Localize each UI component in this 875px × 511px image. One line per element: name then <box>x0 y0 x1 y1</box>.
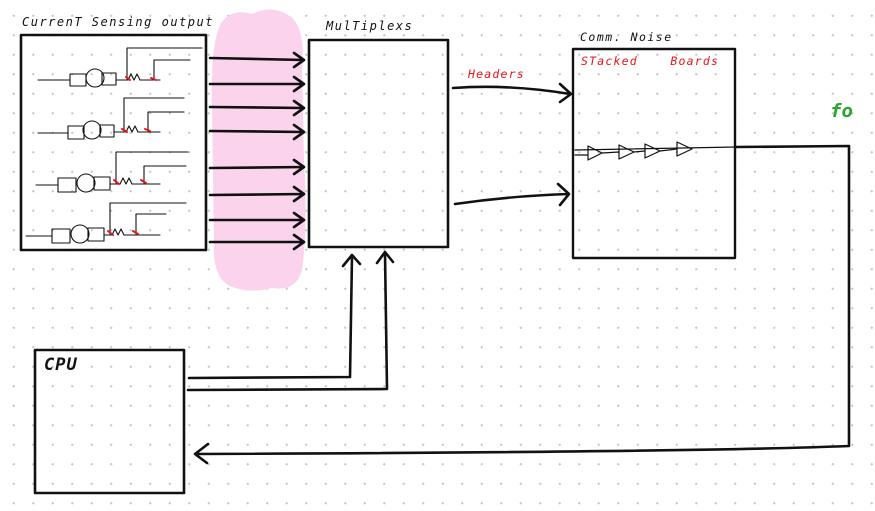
cpu-label: CPU <box>44 355 78 375</box>
sensor-row-2 <box>37 97 185 140</box>
sensor-row-4 <box>25 202 187 244</box>
pink-highlight <box>211 9 306 291</box>
signal-arrow-7 <box>208 211 306 229</box>
headers-label: Headers <box>467 67 525 81</box>
signal-arrow-6 <box>208 185 306 203</box>
signal-arrow-1 <box>208 51 306 69</box>
buffer-2 <box>618 144 635 160</box>
buffer-4 <box>676 141 693 157</box>
cpu-box <box>33 348 186 495</box>
sensor-row-3 <box>35 151 189 193</box>
signal-arrow-4 <box>208 123 306 141</box>
comm-noise-box <box>571 47 737 260</box>
fo-label: fo <box>830 100 853 122</box>
cpu-control-arrow-2 <box>186 250 395 392</box>
comm-noise-label: Comm. Noise <box>580 30 673 44</box>
buffer-chain <box>574 141 737 161</box>
signal-arrow-3 <box>208 99 306 117</box>
signal-arrow-5 <box>208 158 306 176</box>
feedback-line <box>193 144 851 465</box>
buffer-1 <box>587 145 603 161</box>
sensor-row-1 <box>37 47 203 88</box>
multiplexer-box <box>307 38 450 249</box>
cpu-control-arrow-1 <box>187 253 362 380</box>
current-sensing-block <box>19 33 208 252</box>
current-sensing-label: CurrenT Sensing output <box>22 15 214 29</box>
multiplexer-label: MulTiplexs <box>325 19 413 33</box>
sensor-signal-arrows <box>208 51 306 251</box>
signal-arrow-8 <box>208 233 306 251</box>
current-sensing-box <box>19 33 208 252</box>
lower-link-arrow <box>453 182 571 207</box>
stacked-boards-label: STacked Boards <box>581 54 719 68</box>
buffer-3 <box>644 143 661 159</box>
signal-arrow-2 <box>208 75 306 93</box>
headers-arrow <box>451 82 573 104</box>
